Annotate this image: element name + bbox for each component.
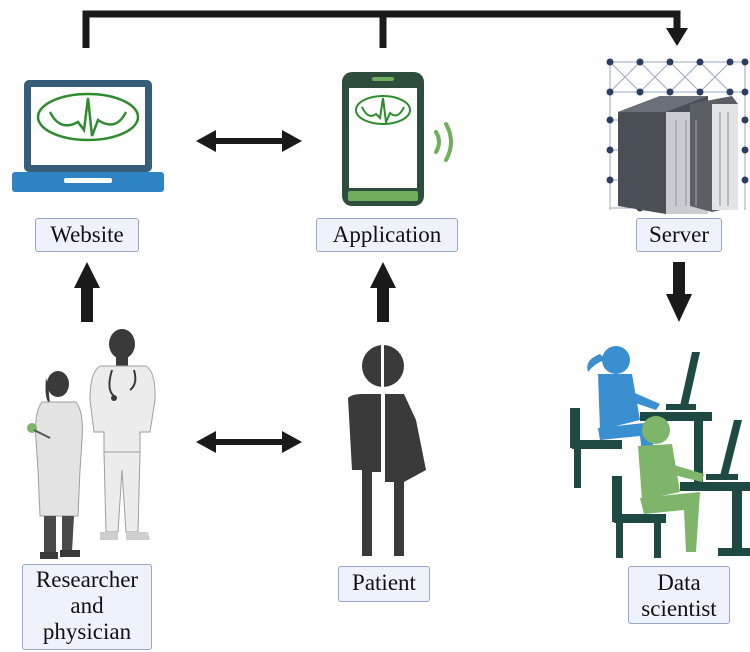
patient-icon — [348, 344, 426, 556]
server-label: Server — [636, 218, 722, 252]
arrow-patient-to-application — [370, 262, 396, 322]
arrow-to-server — [666, 28, 688, 46]
top-connector — [82, 10, 681, 48]
ecg-logo-icon — [36, 92, 140, 142]
arrow-server-to-scientist — [666, 262, 692, 322]
researcher-physician-icon — [27, 329, 156, 559]
data-scientist-label: Data scientist — [628, 566, 730, 624]
patient-label: Patient — [338, 566, 430, 602]
server-icon — [606, 58, 749, 214]
arrow-website-application — [196, 130, 302, 152]
researcher-physician-label: Researcher and physician — [22, 564, 152, 650]
application-label: Application — [316, 218, 458, 252]
data-scientist-icon — [570, 346, 750, 558]
arrow-researcher-patient — [196, 431, 302, 453]
website-label: Website — [35, 218, 139, 252]
phone-icon — [342, 72, 453, 206]
laptop-icon — [12, 80, 164, 192]
arrow-researcher-to-website — [74, 262, 100, 322]
signal-waves-icon — [434, 122, 453, 162]
